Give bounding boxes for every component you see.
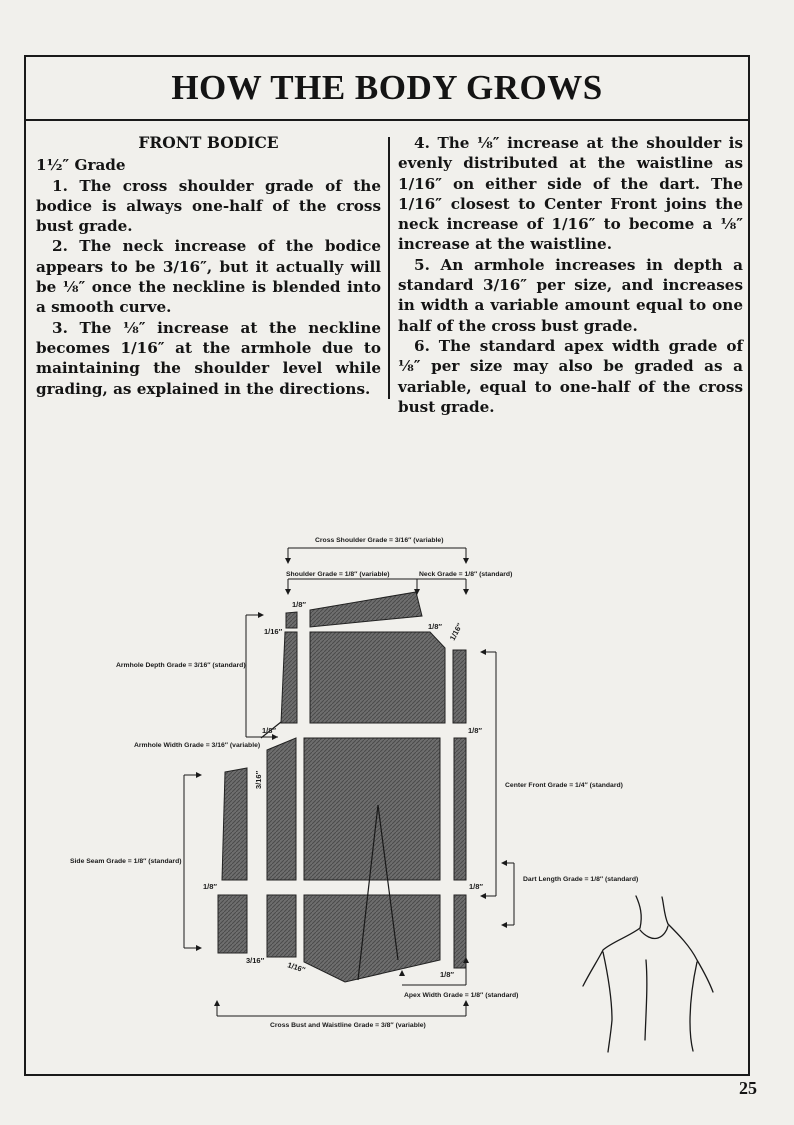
page-frame: HOW THE BODY GROWS FRONT BODICE 1½″ Grad… [24, 55, 750, 1076]
paragraph-5: 5. An armhole increases in depth a stand… [398, 255, 743, 336]
measure-label: 3/16″ [254, 770, 263, 789]
paragraph-3: 3. The ⅛″ increase at the neckline becom… [36, 318, 381, 399]
cross-bust-waistline-grade-label: Cross Bust and Waistline Grade = 3/8″ (v… [270, 1022, 426, 1029]
paragraph-6: 6. The standard apex width grade of ⅛″ p… [398, 336, 743, 417]
title-bar: HOW THE BODY GROWS [26, 57, 748, 121]
grade-label: 1½″ Grade [36, 156, 126, 175]
shoulder-piece [309, 591, 423, 628]
paragraph-text: An armhole increases in depth a standard… [398, 255, 744, 335]
upper-left-strip [280, 631, 298, 724]
paragraph-text: The standard apex width grade of ⅛″ per … [398, 336, 743, 416]
measure-label: 1/8″ [469, 882, 483, 891]
dimension-arrowheads [196, 558, 507, 1006]
side-seam-grade-label: Side Seam Grade = 1/8″ (standard) [70, 858, 181, 865]
paragraph-text: The neck increase of the bodice appears … [36, 237, 381, 317]
page-title: HOW THE BODY GROWS [171, 68, 603, 107]
page-number: 25 [739, 1078, 757, 1098]
center-front-grade-label: Center Front Grade = 1/4″ (standard) [505, 782, 623, 789]
measure-label: 1/16″ [264, 627, 283, 636]
column-divider [388, 137, 390, 399]
measure-label: 1/16″ [286, 960, 306, 974]
measure-label: 1/8″ [203, 882, 217, 891]
paragraph-text: The ⅛″ increase at the shoulder is evenl… [398, 134, 743, 254]
waist-right-strip [453, 894, 467, 969]
measure-label: 1/8″ [440, 970, 454, 979]
shoulder-grade-label: Shoulder Grade = 1/8″ (variable) [286, 571, 390, 578]
neck-grade-label: Neck Grade = 1/8″ (standard) [419, 571, 512, 578]
armhole-piece [266, 737, 297, 881]
bodice-pieces [217, 591, 467, 983]
paragraph-4: 4. The ⅛″ increase at the shoulder is ev… [398, 133, 743, 255]
measure-label: 1/8″ [292, 600, 306, 609]
paragraph-2: 2. The neck increase of the bodice appea… [36, 236, 381, 317]
cross-shoulder-grade-label: Cross Shoulder Grade = 3/16″ (variable) [315, 537, 443, 544]
paragraph-number: 6. [414, 336, 430, 355]
paragraph-number: 5. [414, 255, 430, 274]
center-front-strip [453, 737, 467, 881]
armhole-width-grade-label: Armhole Width Grade = 3/16″ (variable) [134, 742, 260, 749]
measure-label: 1/8″ [262, 726, 276, 735]
armhole-depth-grade-label: Armhole Depth Grade = 3/16″ (standard) [116, 662, 246, 669]
paragraph-text: The ⅛″ increase at the neckline becomes … [36, 318, 381, 398]
center-block [303, 737, 441, 881]
side-upper-piece [221, 767, 248, 881]
waist-piece [303, 894, 441, 983]
neck-strip [452, 649, 467, 724]
paragraph-text: The cross shoulder grade of the bodice i… [36, 176, 381, 236]
paragraph-number: 1. [52, 176, 68, 195]
measure-label: 1/8″ [468, 726, 482, 735]
side-lower-piece [217, 894, 248, 954]
grade-labels: Cross Shoulder Grade = 3/16″ (variable) … [70, 537, 638, 1029]
paragraph-number: 3. [52, 318, 68, 337]
bodice-figure-sketch [582, 895, 714, 1053]
right-text-column: 4. The ⅛″ increase at the shoulder is ev… [398, 133, 743, 417]
measure-label: 1/16″ [448, 621, 465, 642]
paragraph-1: 1. The cross shoulder grade of the bodic… [36, 176, 381, 237]
section-heading: FRONT BODICE [138, 133, 279, 152]
measure-label: 3/16″ [246, 956, 265, 965]
dart-lines [260, 721, 399, 981]
measure-label: 1/8″ [428, 622, 442, 631]
paragraph-number: 2. [52, 237, 68, 256]
left-text-column: FRONT BODICE 1½″ Grade 1. The cross shou… [36, 133, 381, 399]
apex-width-grade-label: Apex Width Grade = 1/8″ (standard) [404, 992, 518, 999]
small-shoulder-piece [285, 611, 298, 629]
measure-labels: 1/8″ 1/16″ 1/8″ 1/16″ 1/8″ 1/8″ 3/16″ 1/… [203, 600, 483, 979]
dimension-lines [183, 547, 515, 1017]
paragraph-number: 4. [414, 134, 430, 152]
lower-left-piece [266, 894, 297, 958]
dart-length-grade-label: Dart Length Grade = 1/8″ (standard) [523, 876, 638, 883]
upper-center-block [309, 631, 446, 724]
